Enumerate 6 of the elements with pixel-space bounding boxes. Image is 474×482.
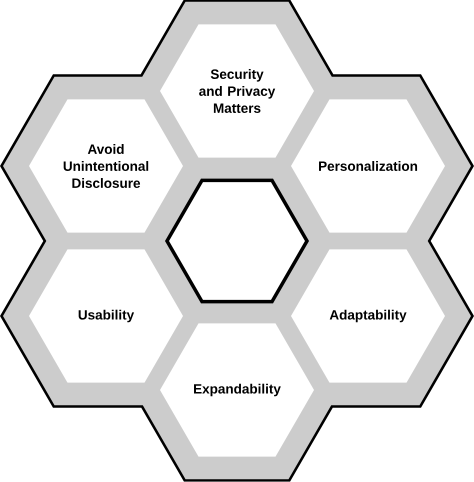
hexagon-cell: Avoid Unintentional Disclosure: [29, 99, 183, 233]
hexagon-cell: Security and Privacy Matters: [160, 24, 314, 158]
hexagon-cell: Expandability: [160, 323, 314, 457]
hexagon-cell: Usability: [29, 249, 183, 383]
hexagon-cell: Adaptability: [291, 249, 445, 383]
hexagon-cell: Personalization: [291, 99, 445, 233]
